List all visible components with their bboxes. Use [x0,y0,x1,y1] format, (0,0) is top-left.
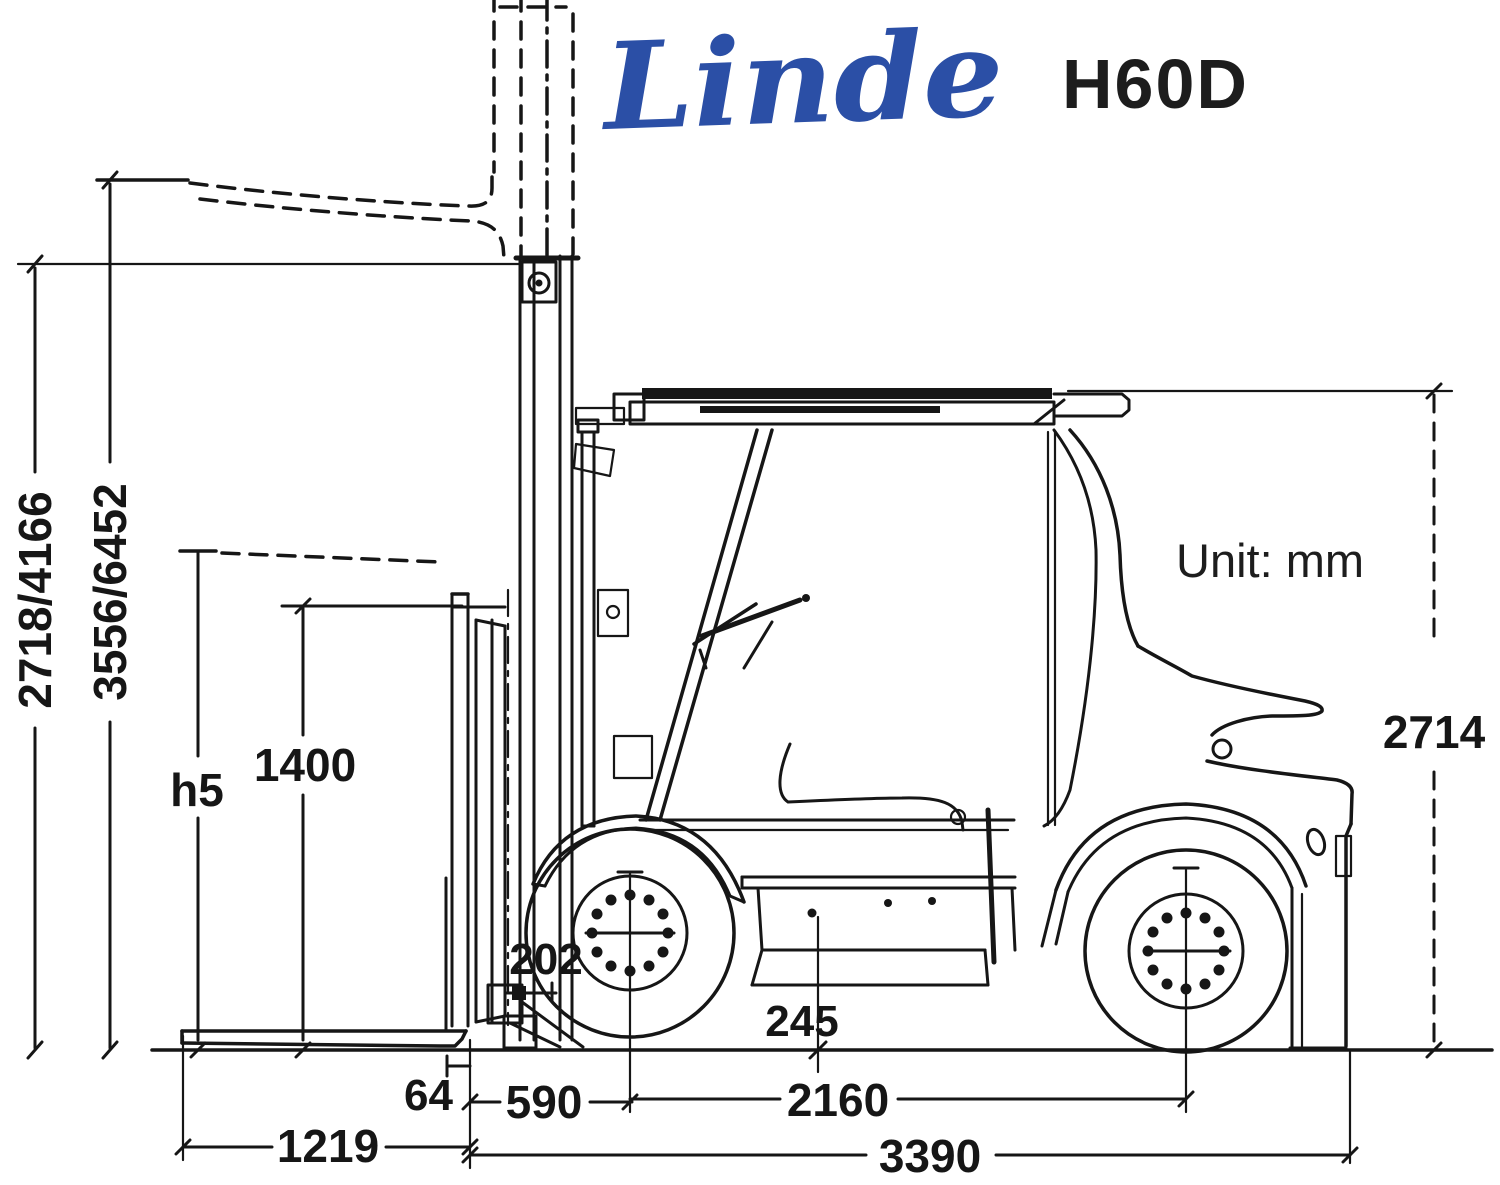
dimension-free-lift: h5 [170,549,224,1059]
rear-fender-outer [1054,802,1308,892]
rear-wheel [1040,802,1308,1114]
rear-pillar-inner [1042,428,1098,828]
dimension-ground-clearance: 245 [765,915,839,1074]
hood-beak [1136,644,1324,737]
tilt-cylinder-bracket [572,442,616,478]
free-lift-label: h5 [170,764,224,816]
roof-left-bracket [612,392,646,422]
mast-pulley-box [520,260,558,304]
wheelbase-label: 2160 [787,1074,889,1126]
steering-wheel [699,597,803,639]
tilt-cylinder [574,406,626,426]
rear-frame-post [985,807,997,965]
mast-lowered-height-label: 2718/4166 [9,491,61,708]
dimension-overall-length: 3390 [461,1130,1359,1182]
front-wheel [524,814,746,1114]
front-fender-outer [531,814,746,904]
overall-height-label: 2714 [1383,706,1486,758]
roof-top-bar [642,388,1052,399]
tow-pin-panel [1334,834,1353,878]
dimension-wheelbase: 2160 [628,1074,1195,1126]
phantom-freelift-line [220,551,442,564]
a-pillar [644,428,759,822]
dimension-backrest-height: 1400 [254,597,464,1059]
cowl [612,734,654,780]
dimension-fork-length: 1219 [174,1120,479,1172]
tilt-cylinder-mount [596,588,630,638]
fork [180,876,468,1048]
fork-length-label: 1219 [277,1120,379,1172]
dimension-mast-offset: 202 [503,935,583,1005]
counterweight-slot [1305,827,1327,857]
overall-length-label: 3390 [879,1130,981,1182]
dimension-lift-height: 3556/6452 [84,170,190,1060]
seat [778,742,965,832]
steering-column [742,620,774,670]
roof-rear-bracket [1052,392,1131,418]
backrest-height-label: 1400 [254,739,356,791]
counterweight [1136,644,1354,1050]
front-overhang-label: 590 [506,1076,583,1128]
rear-pillar-outer [1068,428,1140,648]
ground-clearance-label: 245 [765,997,838,1046]
mast [502,254,630,1050]
header: Linde H60D [598,3,1249,158]
unit-note: Unit: mm [1176,534,1364,587]
dimension-mast-lowered-height: 2718/4166 [9,254,522,1060]
fork-carriage [180,592,585,1049]
tow-eye [1211,738,1233,760]
linde-logo: Linde [598,3,1006,158]
dimension-front-overhang: 590 [461,1076,639,1128]
lift-cylinder [576,418,600,828]
chassis [740,875,1017,987]
cab [612,388,1140,965]
fork-heel-label: 64 [404,1071,453,1120]
mast-offset-label: 202 [509,935,582,984]
dimension-fork-heel: 64 [404,1054,472,1120]
rear-fender-inner [1066,816,1294,894]
mast-foot [502,1014,538,1050]
model-label: H60D [1062,45,1249,123]
dimension-overall-height: 2714 [1066,382,1486,1059]
mast-pulley [527,271,551,295]
roof-frame [628,400,1056,426]
clearance-ref-dot [807,908,817,918]
phantom-raised-mast [188,0,575,564]
lift-height-label: 3556/6452 [84,483,136,700]
counterweight-bulge [1205,759,1354,826]
